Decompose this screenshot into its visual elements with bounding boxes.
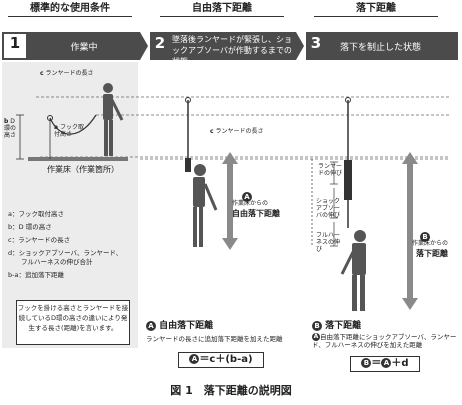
header-free-fall-distance: 自由落下距離	[160, 2, 284, 17]
fall-illustration	[16, 83, 450, 311]
note-box: フックを掛ける高さとランヤードを接続しているD環の高さの違いにより発生する長さ(…	[16, 300, 130, 345]
legend-ba: b-a：追加落下距離	[8, 271, 64, 279]
label-absorber-stretch: ショックアブソーバの伸び	[316, 198, 341, 219]
fall-from-floor: 作業床からの	[412, 240, 449, 247]
step-3-number: 3	[310, 34, 322, 52]
work-floor-label: 作業床（作業箇所）	[47, 165, 119, 174]
step-2-number: 2	[154, 34, 166, 52]
label-lanyard-length-2: c ランヤードの長さ	[210, 128, 264, 135]
label-dring-height: b D 環の高さ	[4, 118, 17, 139]
free-fall-desc: ランヤードの長さに追加落下距離を加えた距離	[146, 335, 283, 343]
header-fall-distance: 落下距離	[314, 2, 438, 17]
step-bar	[2, 32, 458, 60]
legend-list: a：フック取付高さ b：D 環の高さ c：ランヤードの長さ d：ショックアブソー…	[8, 210, 122, 280]
circle-b-diagram: B	[420, 226, 430, 245]
step-3-text: 落下を制止した状態	[340, 43, 422, 53]
step-1-number: 1	[9, 34, 21, 52]
worker-falling	[193, 164, 218, 247]
legend-d: d：ショックアブソーバ、ランヤード、	[8, 249, 123, 257]
fall-formula: B＝A＋d	[350, 356, 420, 372]
free-fall-formula: A＝c＋(b-a)	[178, 352, 264, 368]
legend-b: b：D 環の高さ	[8, 223, 52, 231]
free-fall-from-floor: 作業床からの	[232, 200, 269, 207]
step-2-text: 墜落後ランヤードが緊張し、ショックアブソーバが作動するまでの状態	[172, 35, 292, 66]
label-lanyard-stretch: ランヤードの伸び	[318, 163, 343, 177]
legend-a: a：フック取付高さ	[8, 210, 64, 218]
worker-standing	[103, 83, 124, 156]
fall-title: B 落下距離	[312, 318, 361, 331]
label-hook-height: a フック取付高さ	[54, 124, 84, 138]
free-fall-name: 自由落下距離	[232, 209, 280, 218]
work-floor	[28, 157, 128, 161]
step-1-text: 作業中	[70, 43, 98, 53]
label-harness-stretch: フルハーネスの伸び	[316, 232, 341, 253]
legend-d-cont: フルハーネスの伸び合計	[8, 258, 93, 266]
circle-a-diagram: A	[242, 186, 252, 205]
worker-arrested	[340, 230, 366, 311]
legend-c: c：ランヤードの長さ	[8, 236, 71, 244]
lanyard-slack	[49, 114, 97, 135]
fall-name: 落下距離	[416, 249, 448, 258]
free-fall-title: A 自由落下距離	[146, 318, 213, 331]
header-standard-conditions: 標準的な使用条件	[8, 2, 132, 17]
label-lanyard-length-1: c ランヤードの長さ	[40, 70, 94, 77]
figure-caption: 図 1 落下距離の説明図	[170, 384, 292, 397]
